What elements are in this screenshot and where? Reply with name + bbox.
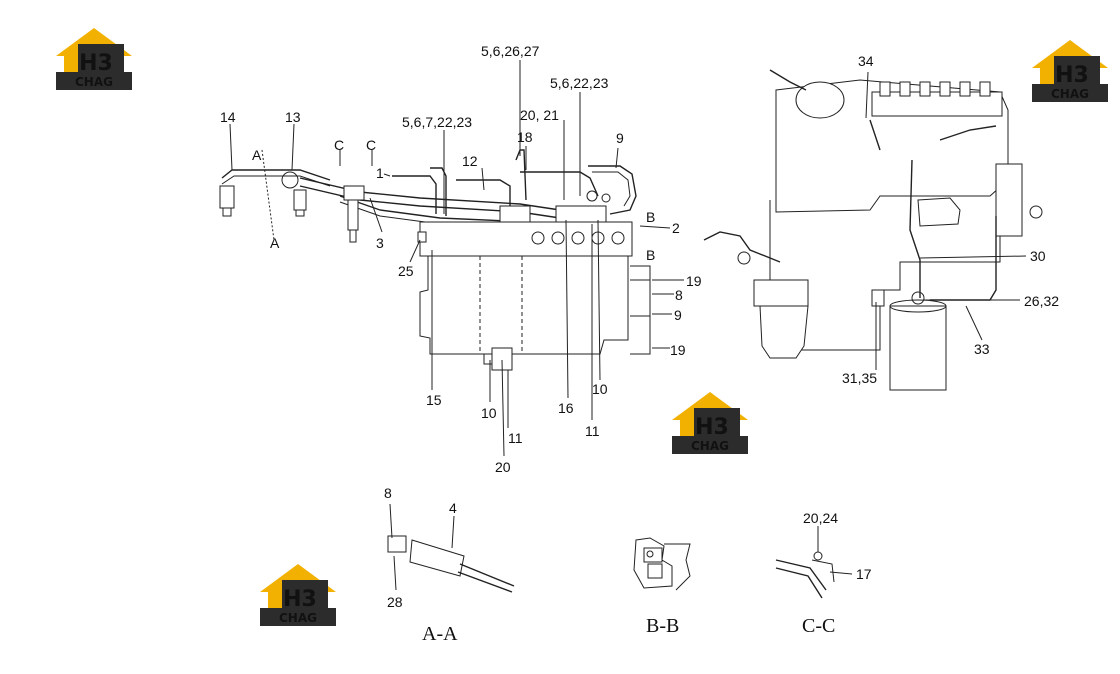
callout-9-bottom: 9 <box>674 307 682 323</box>
logo-brand-text: CHAG <box>75 75 113 89</box>
section-marker-b-bottom: B <box>646 247 655 263</box>
callout-10-left: 10 <box>481 405 497 421</box>
callout-31-35: 31,35 <box>842 370 877 386</box>
callout-30: 30 <box>1030 248 1046 264</box>
fuel-pump-side-view <box>703 69 1043 391</box>
section-c-c-view <box>775 526 853 599</box>
brand-logo-bottom-left: H3 CHAG <box>260 564 336 626</box>
logo-mark-text: H3 <box>1055 63 1089 88</box>
logo-mark-text: H3 <box>695 415 729 440</box>
callout-18: 18 <box>517 129 533 145</box>
callout-20-24: 20,24 <box>803 510 838 526</box>
callout-5-6-26-27: 5,6,26,27 <box>481 43 540 59</box>
callout-16: 16 <box>558 400 574 416</box>
callout-labels: 14 13 A A C C 1 3 5,6,7,22,23 12 5,6,26,… <box>220 43 1059 610</box>
section-marker-a-top: A <box>252 147 262 163</box>
leader-lines <box>229 60 1027 457</box>
callout-15: 15 <box>426 392 442 408</box>
callout-11-left: 11 <box>508 430 523 446</box>
callout-25: 25 <box>398 263 414 279</box>
callout-34: 34 <box>858 53 874 69</box>
callout-19-bottom: 19 <box>670 342 686 358</box>
fuel-lines-assembly <box>219 149 637 243</box>
callout-12: 12 <box>462 153 478 169</box>
callout-5-6-22-23: 5,6,22,23 <box>550 75 609 91</box>
callout-5-6-7-22-23: 5,6,7,22,23 <box>402 114 472 130</box>
logo-brand-text: CHAG <box>279 611 317 625</box>
callout-20-21: 20, 21 <box>520 107 559 123</box>
brand-logo-center: H3 CHAG <box>672 392 748 454</box>
callout-10-right: 10 <box>592 381 608 397</box>
section-b-b-view <box>633 537 691 591</box>
callout-2: 2 <box>672 220 680 236</box>
logo-brand-text: CHAG <box>1051 87 1089 101</box>
callout-9-top: 9 <box>616 130 624 146</box>
callout-11-right: 11 <box>585 423 600 439</box>
callout-19-top: 19 <box>686 273 702 289</box>
section-titles: A-A B-B C-C <box>422 615 835 645</box>
brand-logo-top-left: H3 CHAG <box>56 28 132 90</box>
callout-8: 8 <box>675 287 683 303</box>
callout-26-32: 26,32 <box>1024 293 1059 309</box>
callout-8-section-aa: 8 <box>384 485 392 501</box>
callout-13: 13 <box>285 109 301 125</box>
section-marker-a-bottom: A <box>270 235 280 251</box>
callout-17: 17 <box>856 566 872 582</box>
section-title-c-c: C-C <box>802 615 835 637</box>
callout-1: 1 <box>376 165 384 181</box>
logo-mark-text: H3 <box>283 587 317 612</box>
callout-28: 28 <box>387 594 403 610</box>
callout-3: 3 <box>376 235 384 251</box>
callout-14: 14 <box>220 109 236 125</box>
section-marker-c-left: C <box>334 137 344 153</box>
brand-logo-top-right: H3 CHAG <box>1032 40 1108 102</box>
logo-brand-text: CHAG <box>691 439 729 453</box>
injection-pump-body <box>417 221 651 371</box>
callout-4: 4 <box>449 500 457 516</box>
callout-33: 33 <box>974 341 990 357</box>
callout-20: 20 <box>495 459 511 475</box>
section-a-a-view <box>387 503 515 593</box>
section-marker-b-top: B <box>646 209 655 225</box>
section-title-b-b: B-B <box>646 615 679 637</box>
logo-mark-text: H3 <box>79 51 113 76</box>
section-marker-c-right: C <box>366 137 376 153</box>
section-title-a-a: A-A <box>422 623 458 645</box>
